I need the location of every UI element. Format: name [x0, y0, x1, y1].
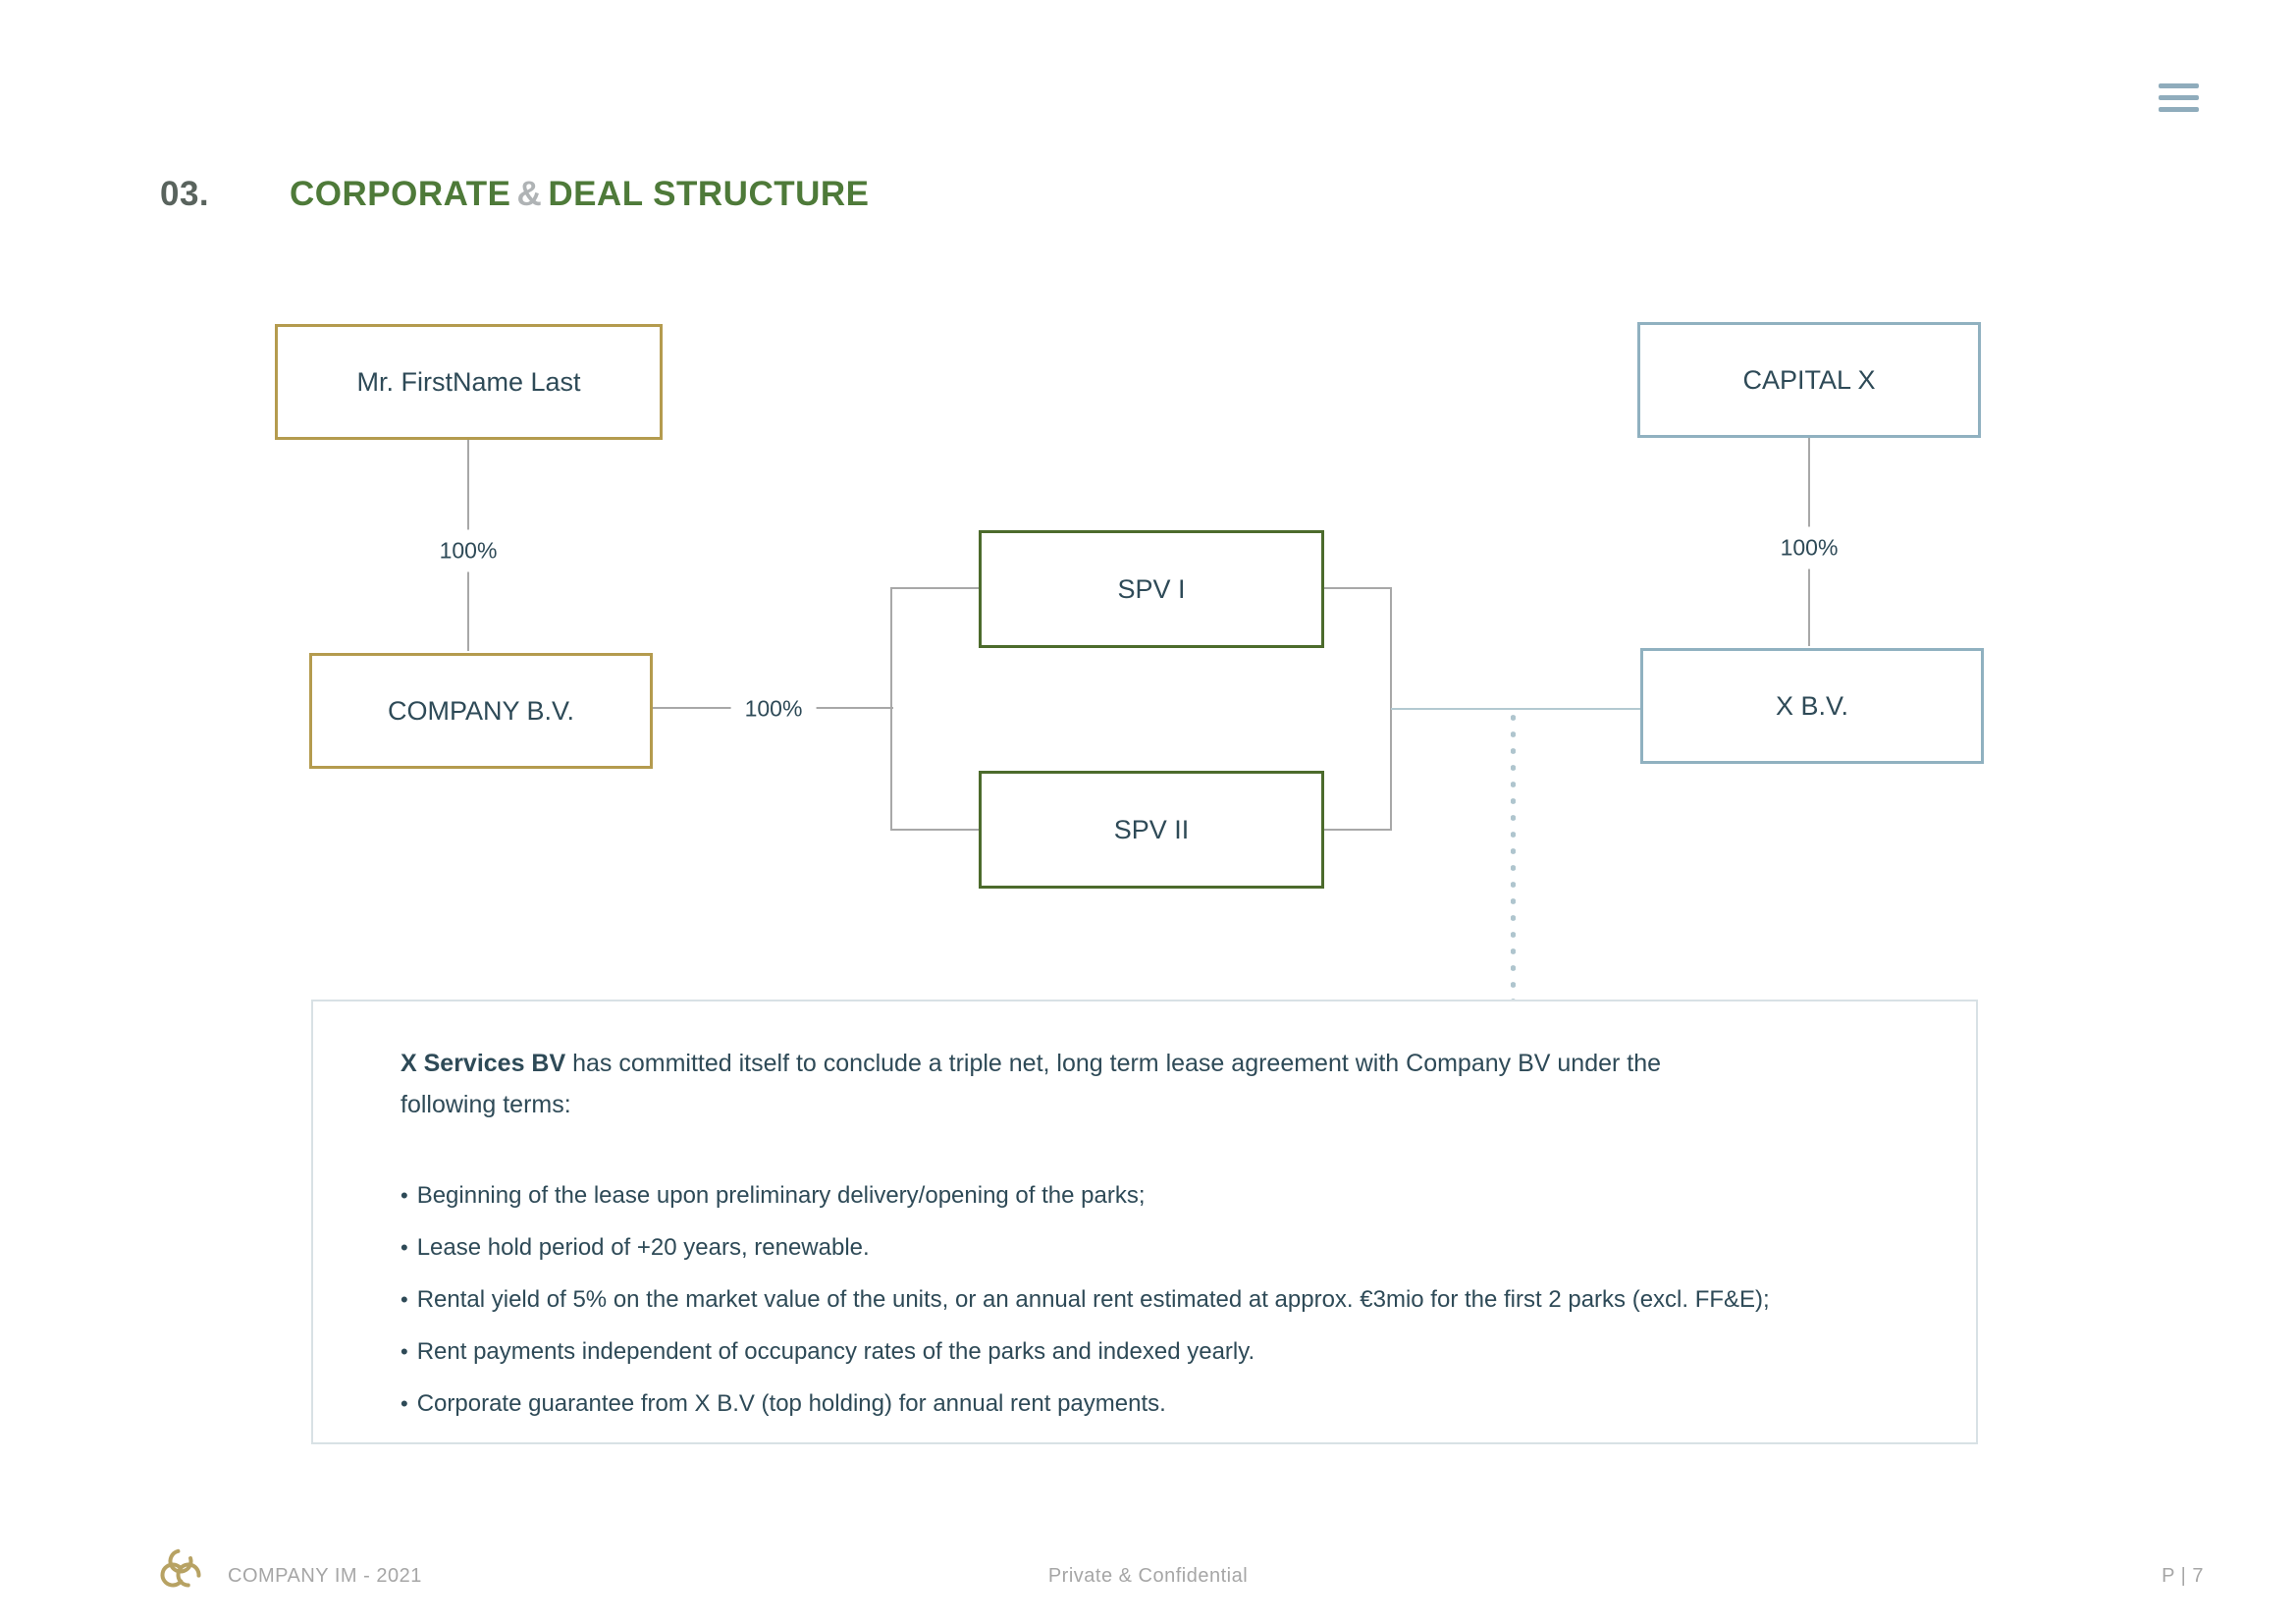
lease-terms-intro: X Services BV has committed itself to co…: [400, 1043, 1677, 1125]
bracket-left-stub-spv2: [890, 829, 979, 831]
bracket-right-stub-spv2: [1323, 829, 1392, 831]
hamburger-menu-icon[interactable]: [2159, 83, 2199, 114]
bullet-icon: •: [400, 1287, 408, 1312]
footer: COMPANY IM - 2021 Private & Confidential…: [0, 1542, 2296, 1610]
menu-bar: [2159, 95, 2199, 100]
title-word-2: DEAL STRUCTURE: [548, 175, 870, 213]
footer-confidential-label: Private & Confidential: [1047, 1565, 1249, 1587]
bullet-icon: •: [400, 1391, 408, 1416]
company-logo-icon: [160, 1548, 201, 1588]
ownership-label-mr-company: 100%: [435, 529, 502, 572]
lease-term-text: Lease hold period of +20 years, renewabl…: [416, 1234, 870, 1261]
node-capital-x: CAPITAL X: [1637, 322, 1981, 438]
page-indicator: P | 7: [2162, 1565, 2204, 1587]
footer-document-label: COMPANY IM - 2021: [228, 1565, 422, 1587]
connector-spvs-xbv: [1391, 708, 1640, 710]
list-item: • Beginning of the lease upon preliminary…: [400, 1182, 1976, 1210]
title-row: 03. CORPORATE&DEAL STRUCTURE: [0, 175, 2296, 218]
ownership-label-capitalx-xbv: 100%: [1776, 526, 1842, 569]
node-x-bv: X B.V.: [1640, 648, 1984, 764]
lease-terms-box: X Services BV has committed itself to co…: [311, 1000, 1978, 1444]
title-ampersand: &: [516, 175, 543, 213]
title-word-1: CORPORATE: [290, 175, 511, 213]
menu-bar: [2159, 107, 2199, 112]
node-spv-2: SPV II: [979, 771, 1324, 889]
node-company-bv: COMPANY B.V.: [309, 653, 653, 769]
list-item: • Rent payments independent of occupancy …: [400, 1338, 1976, 1366]
bullet-icon: •: [400, 1339, 408, 1364]
slide-number: 03.: [160, 175, 210, 213]
lease-term-text: Beginning of the lease upon preliminary …: [416, 1182, 1146, 1209]
menu-bar: [2159, 83, 2199, 88]
node-mr-firstname-last: Mr. FirstName Last: [275, 324, 663, 440]
node-spv-1: SPV I: [979, 530, 1324, 648]
page-title: CORPORATE&DEAL STRUCTURE: [290, 175, 870, 214]
lease-term-text: Rent payments independent of occupancy r…: [416, 1338, 1255, 1365]
lease-terms-list: • Beginning of the lease upon preliminary…: [400, 1182, 1976, 1418]
list-item: • Corporate guarantee from X B.V (top hol…: [400, 1390, 1976, 1418]
bracket-right-stub-spv1: [1323, 587, 1392, 589]
list-item: • Lease hold period of +20 years, renewab…: [400, 1234, 1976, 1262]
lease-terms-intro-rest: has committed itself to conclude a tripl…: [400, 1050, 1662, 1118]
bullet-icon: •: [400, 1235, 408, 1260]
lease-terms-intro-bold: X Services BV: [400, 1050, 566, 1077]
bracket-left-vertical: [890, 588, 892, 831]
lease-term-text: Rental yield of 5% on the market value o…: [416, 1286, 1770, 1313]
dotted-connector-xbv-terms: [1511, 710, 1516, 1001]
ownership-label-company-spvs: 100%: [730, 689, 817, 729]
bracket-left-stub-spv1: [890, 587, 979, 589]
list-item: • Rental yield of 5% on the market value …: [400, 1286, 1976, 1314]
lease-term-text: Corporate guarantee from X B.V (top hold…: [416, 1390, 1166, 1417]
bullet-icon: •: [400, 1183, 408, 1208]
